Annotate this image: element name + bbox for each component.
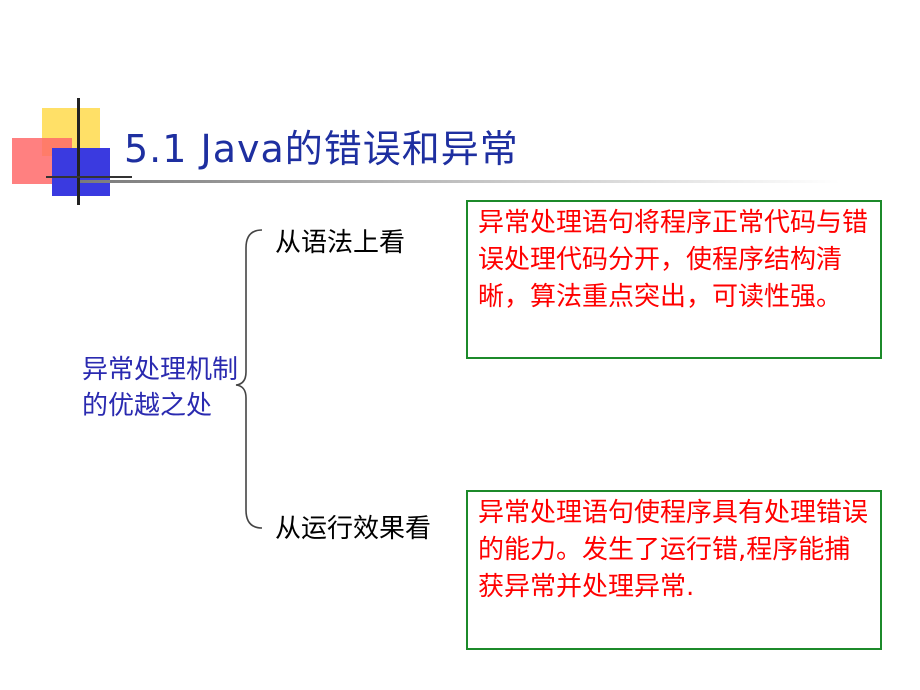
logo-vertical-line xyxy=(77,98,80,205)
description-box-runtime: 异常处理语句使程序具有处理错误的能力。发生了运行错,程序能捕获异常并处理异常. xyxy=(466,490,882,650)
aspect-label-runtime: 从运行效果看 xyxy=(275,514,432,544)
title-underline xyxy=(80,180,840,183)
aspect-label-syntax: 从语法上看 xyxy=(275,228,406,258)
description-text-syntax: 异常处理语句将程序正常代码与错误处理代码分开，使程序结构清晰，算法重点突出，可读… xyxy=(478,208,869,312)
description-text-runtime: 异常处理语句使程序具有处理错误的能力。发生了运行错,程序能捕获异常并处理异常. xyxy=(478,498,869,602)
slide-title: 5.1 Java的错误和异常 xyxy=(124,127,519,171)
logo-horizontal-line xyxy=(46,176,132,178)
description-box-syntax: 异常处理语句将程序正常代码与错误处理代码分开，使程序结构清晰，算法重点突出，可读… xyxy=(466,200,882,359)
logo-blue-square xyxy=(52,148,110,196)
category-label: 异常处理机制的优越之处 xyxy=(82,355,239,421)
